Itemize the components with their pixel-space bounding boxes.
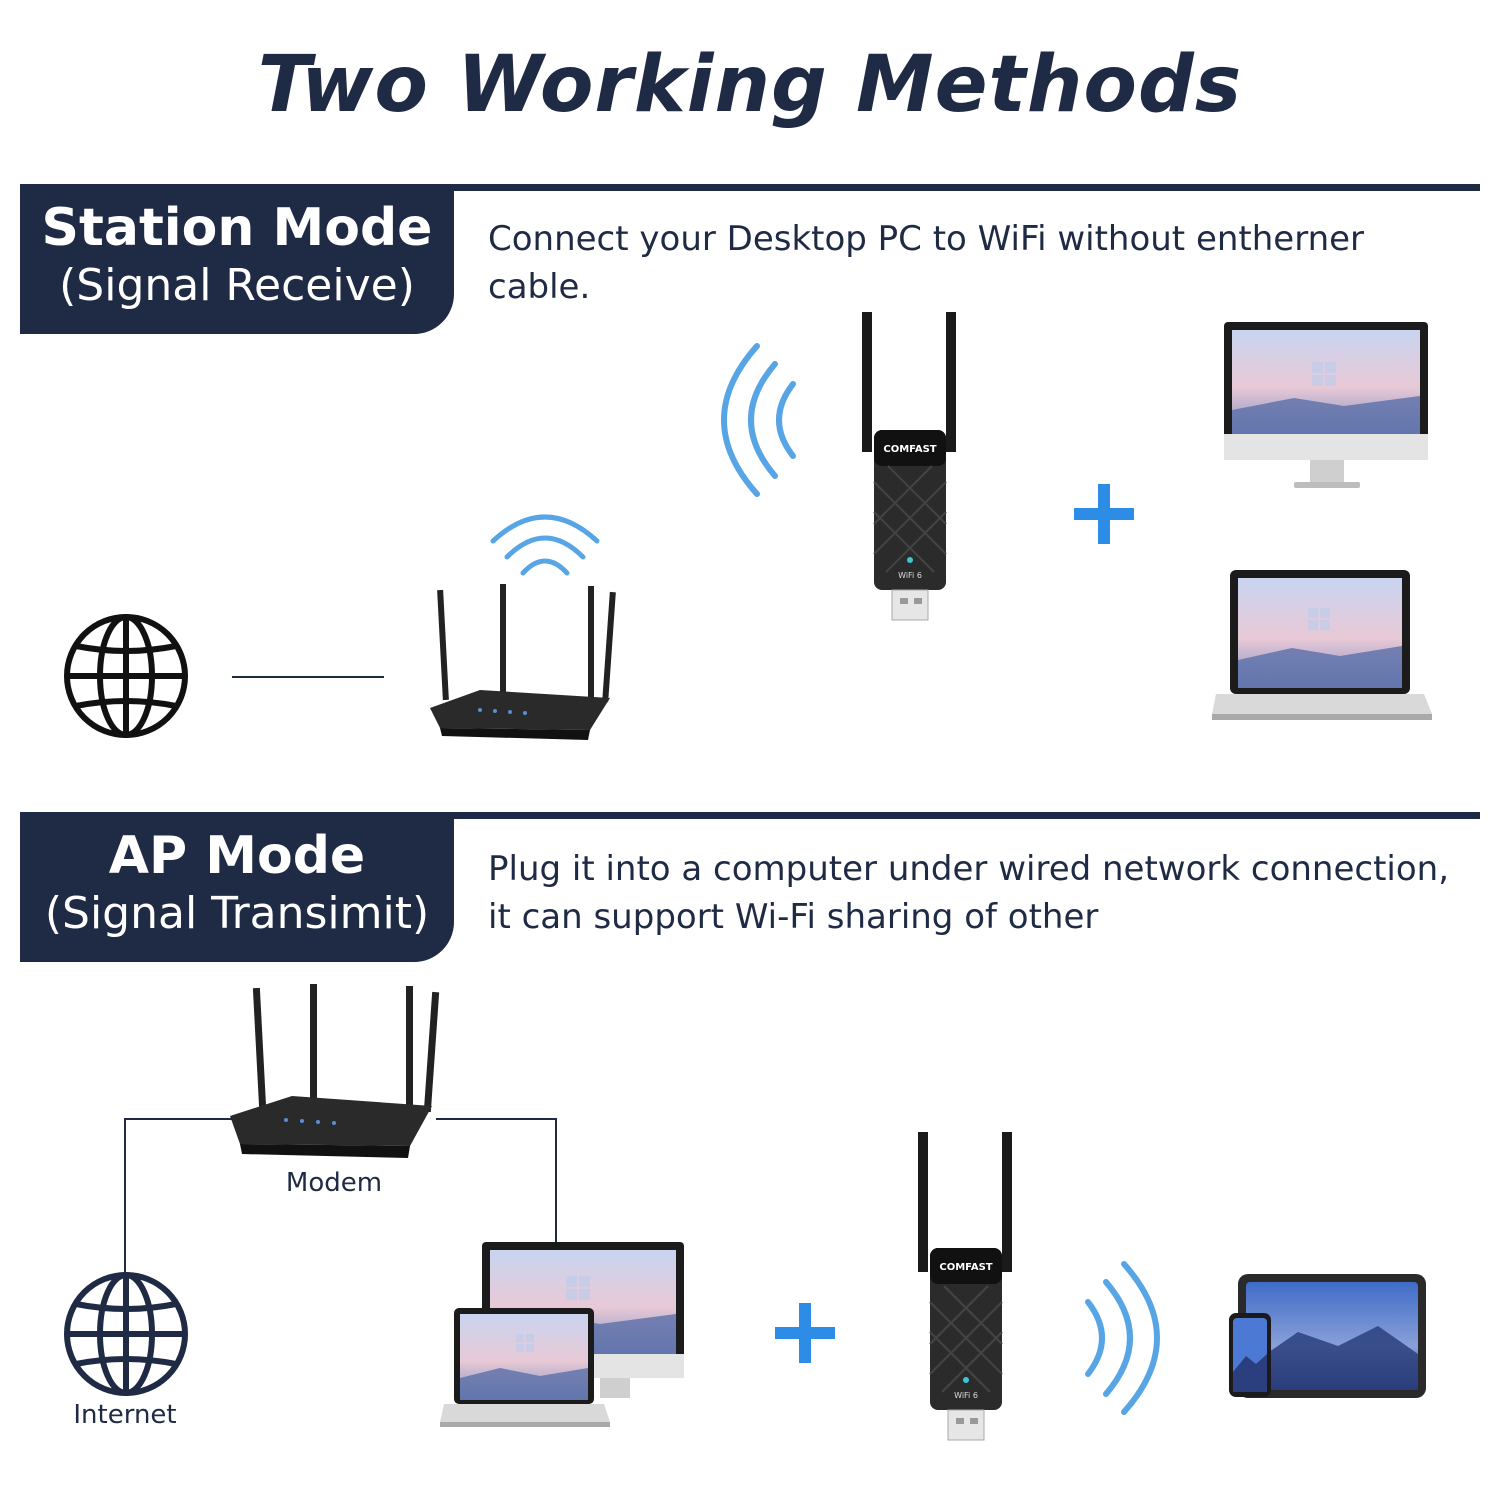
station-description: Connect your Desktop PC to WiFi without …: [488, 215, 1478, 311]
connection-line: [124, 1118, 126, 1278]
wifi-waves-icon: [490, 514, 600, 576]
plus-icon: [1074, 484, 1134, 544]
globe-icon: [64, 614, 188, 738]
adapter-badge: WiFi 6: [954, 1391, 978, 1400]
connection-line: [436, 1118, 556, 1120]
tablet-icon: [1238, 1274, 1426, 1398]
laptop-icon: [1212, 570, 1432, 720]
connection-line: [555, 1118, 557, 1244]
wifi-waves-icon: [721, 343, 796, 497]
ap-desc-line1: Plug it into a computer under wired netw…: [488, 849, 1450, 889]
page-title: Two Working Methods: [257, 40, 1243, 130]
router-icon: [430, 584, 616, 740]
connection-line: [232, 676, 384, 678]
station-mode-tab: Station Mode (Signal Receive): [20, 184, 454, 334]
usb-adapter-icon: COMFAST WiFi 6: [918, 1132, 1012, 1441]
internet-label: Internet: [73, 1400, 177, 1430]
laptop-icon: [440, 1308, 610, 1427]
ap-desc-line2: it can support Wi-Fi sharing of other: [488, 897, 1099, 937]
station-desc-line2: cable.: [488, 267, 591, 307]
ap-mode-title: AP Mode: [108, 826, 366, 886]
ap-description: Plug it into a computer under wired netw…: [488, 845, 1478, 941]
adapter-brand: COMFAST: [939, 1262, 992, 1273]
plus-icon: [775, 1303, 835, 1363]
globe-icon: [64, 1272, 188, 1396]
section-divider: [20, 184, 1480, 191]
connection-line: [124, 1118, 234, 1120]
station-desc-line1: Connect your Desktop PC to WiFi without …: [488, 219, 1365, 259]
usb-adapter-icon: COMFAST WiFi 6: [862, 312, 956, 621]
ap-mode-tab: AP Mode (Signal Transimit): [20, 812, 454, 962]
station-mode-subtitle: (Signal Receive): [59, 260, 415, 311]
phone-icon: [1229, 1313, 1271, 1397]
monitor-icon: [1224, 322, 1428, 488]
router-icon: [230, 984, 440, 1158]
ap-mode-subtitle: (Signal Transimit): [44, 888, 430, 939]
adapter-badge: WiFi 6: [898, 571, 922, 580]
modem-label: Modem: [285, 1168, 383, 1198]
station-mode-title: Station Mode: [41, 198, 433, 258]
wifi-waves-icon: [1085, 1261, 1160, 1415]
section-divider: [20, 812, 1480, 819]
adapter-brand: COMFAST: [883, 444, 936, 455]
